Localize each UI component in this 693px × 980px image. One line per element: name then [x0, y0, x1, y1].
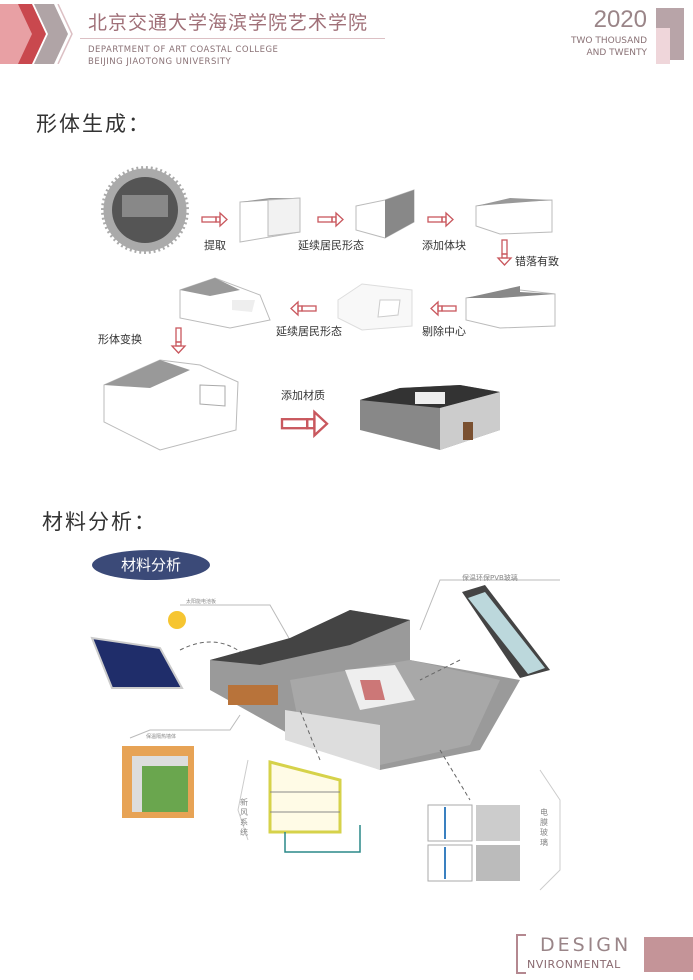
header-divider	[80, 38, 385, 39]
header-deco-block-light	[656, 28, 670, 64]
school-title: 北京交通大学海滨学院艺术学院	[88, 12, 369, 34]
footer-environmental: NVIRONMENTAL	[527, 958, 621, 971]
step-label-add-volume: 添加体块	[422, 239, 466, 252]
footer-deco-block	[644, 937, 693, 972]
footer-design: DESIGN	[540, 934, 632, 956]
step-label-extract: 提取	[204, 239, 226, 252]
material-badge: 材料分析	[92, 550, 210, 580]
university-name: BEIJING JIAOTONG UNIVERSITY	[88, 57, 232, 67]
step-label-remove-center: 剔除中心	[422, 325, 466, 338]
step-label-add-material: 添加材质	[281, 389, 325, 402]
form-diagram-graphics	[98, 163, 556, 451]
step-label-staggered: 错落有致	[515, 255, 559, 268]
callout-pvb-glass: 保温环保PVB玻璃	[462, 574, 518, 582]
diagram-material-analysis	[0, 570, 693, 900]
step-label-continue-form: 延续居民形态	[298, 239, 364, 252]
step-label-transform: 形体变换	[98, 333, 142, 346]
footer-e-mark	[516, 934, 526, 974]
callout-solar-panel: 太阳能电池板	[186, 599, 217, 605]
year-words-1: TWO THOUSAND	[571, 36, 647, 46]
year-words-2: AND TWENTY	[586, 48, 648, 58]
department-name: DEPARTMENT OF ART COASTAL COLLEGE	[88, 45, 279, 55]
header-logo-chevrons	[0, 3, 78, 68]
callout-electro-glass: 电膜玻璃	[540, 808, 548, 847]
step-label-continue-form-2: 延续居民形态	[276, 325, 342, 338]
section-title-form: 形体生成：	[36, 112, 151, 136]
year: 2020	[593, 6, 647, 33]
material-diagram-graphics	[90, 579, 561, 891]
callout-insulated-wall: 保温隔热墙体	[146, 734, 177, 740]
callout-fresh-air-system: 新风系统	[240, 798, 248, 837]
section-title-material: 材料分析：	[42, 510, 157, 534]
diagram-form-generation	[0, 160, 693, 460]
